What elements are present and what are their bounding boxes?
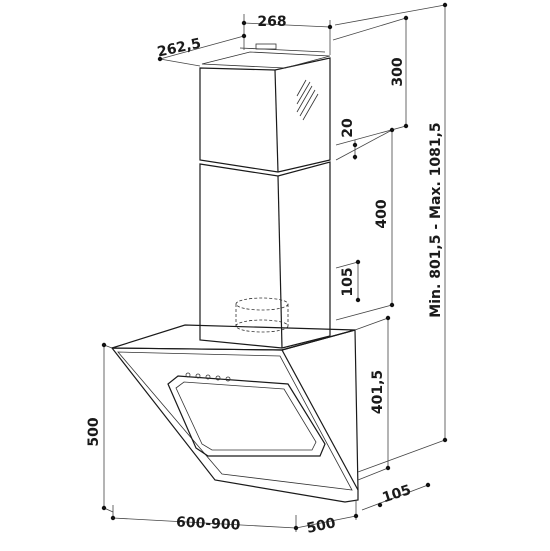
control-panel — [185, 372, 231, 382]
label-total-height: Min. 801,5 - Max. 1081,5 — [428, 122, 444, 317]
label-chimney-lower-height: 400 — [374, 199, 390, 228]
dimension-dots — [101, 2, 448, 531]
glass-panel — [110, 347, 359, 503]
label-overlap: 20 — [340, 118, 356, 138]
label-base-depth: 500 — [305, 515, 337, 537]
label-canopy-height: 401,5 — [370, 370, 386, 414]
label-front-width: 600-900 — [176, 514, 241, 533]
glass-window — [167, 375, 326, 457]
exhaust-outlet — [235, 297, 289, 333]
label-bottom-depth: 105 — [380, 482, 413, 506]
vent-slots — [296, 79, 319, 121]
label-chimney-upper-height: 300 — [390, 57, 406, 86]
dimension-lines — [103, 4, 446, 532]
label-top-width: 268 — [257, 14, 286, 30]
label-outlet-height: 105 — [340, 267, 356, 296]
hood-body — [110, 43, 359, 503]
label-top-depth: 262,5 — [156, 36, 203, 61]
chimney-upper — [199, 57, 331, 173]
label-side-height: 500 — [86, 417, 102, 446]
